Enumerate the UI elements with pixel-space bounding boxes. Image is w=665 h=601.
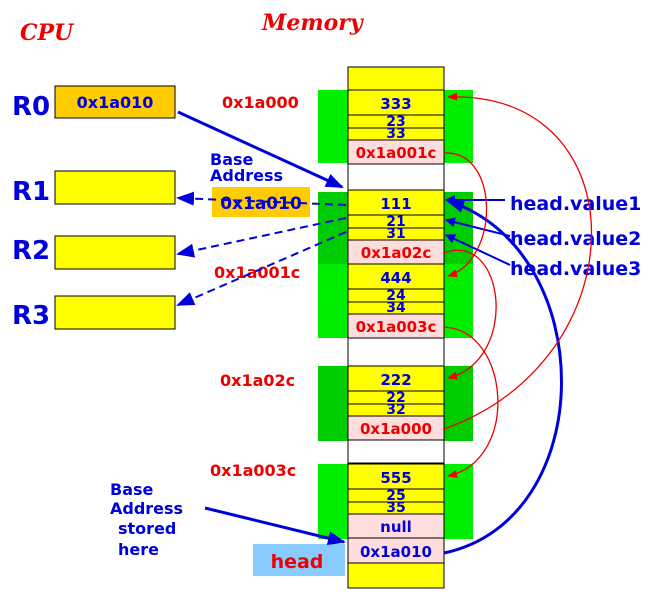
head-pointer-cell: [347, 537, 445, 564]
node-2-next-cell: [347, 313, 445, 339]
node-1-next: 0x1a02c: [361, 244, 431, 262]
node-0-field2: 23: [386, 114, 405, 130]
node-4-next-cell: [347, 513, 445, 539]
field-label-value3: head.value3: [510, 258, 641, 280]
node-1-next-cell: [347, 239, 445, 265]
memory-title: Memory: [261, 10, 365, 36]
address-label-2: 0x1a02c: [220, 371, 295, 390]
head-label: head: [271, 551, 324, 573]
arrow-head-to-node: [443, 199, 563, 555]
memory-gap-bottom: [347, 562, 445, 589]
field-label-value1: head.value1: [510, 193, 641, 215]
arrow-next-1: [443, 249, 497, 380]
address-label-3: 0x1a003c: [210, 461, 296, 480]
memory-gap-3: [347, 439, 445, 464]
node-4-field3: 35: [386, 500, 405, 516]
arrow-mem-to-r3: [176, 231, 347, 306]
cpu-title: CPU: [20, 20, 75, 46]
arrow-next-3: [443, 92, 593, 430]
register-name-r0: R0: [12, 92, 50, 122]
arrow-value2-label: [445, 217, 511, 237]
register-r0: [54, 85, 176, 119]
node-2-field2: 24: [386, 288, 406, 304]
stored-label-line2: Address: [110, 499, 183, 518]
base-address-label-line1: Base: [210, 150, 254, 169]
register-name-r3: R3: [12, 301, 50, 331]
register-r3: [54, 295, 176, 330]
arrow-next-2: [443, 326, 499, 478]
node-3-field2: 22: [386, 390, 405, 406]
register-r0-value: 0x1a010: [77, 93, 154, 112]
node-2-field3: 34: [386, 300, 406, 316]
node-4-value: 555: [380, 469, 411, 487]
arrow-value3-label: [445, 234, 511, 266]
address-label-1: 0x1a001c: [214, 263, 300, 282]
stored-label-line4: here: [118, 540, 159, 559]
head-pointer-value: 0x1a010: [360, 543, 432, 561]
base-address-label-line2: Address: [210, 166, 283, 185]
base-address-value: 0x1a010: [220, 194, 302, 214]
node-0-field3: 33: [386, 126, 405, 142]
node-4-value-cell: [347, 463, 445, 490]
node-0-next-cell: [347, 139, 445, 165]
node-2-next: 0x1a003c: [356, 318, 437, 336]
node-3-value-cell: [347, 365, 445, 392]
arrow-next-0: [443, 152, 488, 278]
red-arrows: [443, 92, 593, 478]
registers: R0 0x1a010 R1 R2 R3: [12, 85, 176, 331]
memory-gap-0: [347, 163, 445, 192]
arrow-mem-to-r1: [176, 191, 347, 206]
memory-gap-top: [347, 66, 445, 91]
node-4-field2: 25: [386, 488, 405, 504]
node-1-field2: 21: [386, 214, 405, 230]
field-label-value2: head.value2: [510, 228, 641, 250]
node-4-next: null: [380, 518, 412, 536]
node-3-value: 222: [380, 371, 411, 389]
stored-label-line1: Base: [110, 480, 154, 499]
node-2-value-cell: [347, 263, 445, 290]
node-1-value: 111: [380, 195, 411, 213]
arrow-mem-to-r2: [176, 217, 347, 258]
node-3-field3: 32: [386, 402, 405, 418]
blue-arrows: [176, 110, 563, 555]
head-label-box: [253, 544, 345, 576]
node-3-next: 0x1a000: [360, 420, 432, 438]
node-1-field3: 31: [386, 226, 405, 242]
node-1-value-cell: [347, 189, 445, 216]
node-3-next-cell: [347, 415, 445, 441]
memory-gap-2: [347, 337, 445, 367]
arrow-stored-to-head: [204, 506, 346, 545]
address-label-0: 0x1a000: [222, 93, 299, 112]
register-name-r1: R1: [12, 177, 50, 207]
register-r2: [54, 235, 176, 270]
node-0-next: 0x1a001c: [356, 144, 437, 162]
arrow-r0-to-base: [177, 110, 344, 189]
node-0-value: 333: [380, 95, 411, 113]
node-2-value: 444: [380, 269, 411, 287]
stored-label-line3: stored: [118, 519, 176, 538]
register-r1: [54, 170, 176, 205]
register-name-r2: R2: [12, 236, 50, 266]
node-0-value-cell: [347, 89, 445, 116]
memory-column: 33323330x1a001c11121310x1a02c44424340x1a…: [347, 66, 445, 589]
